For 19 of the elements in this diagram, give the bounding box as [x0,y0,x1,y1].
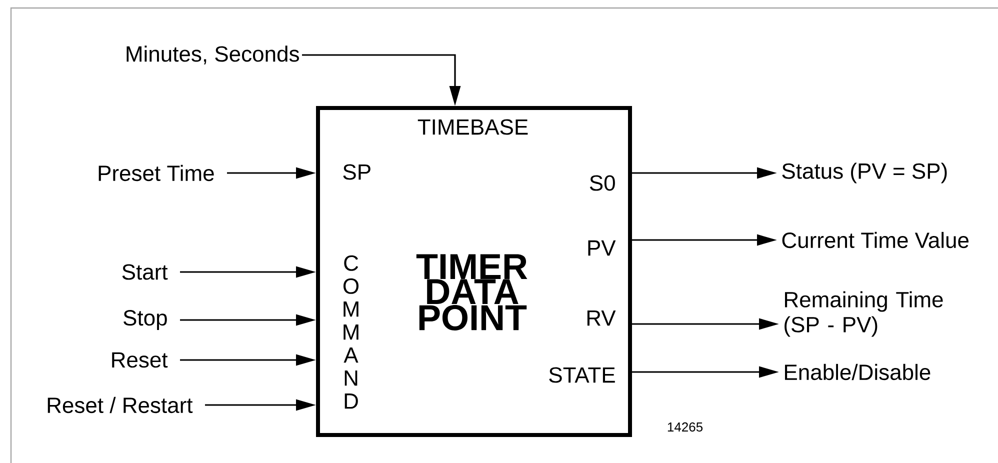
signal-label: Reset [112,352,168,368]
signal-label: Minutes, Seconds [126,46,299,64]
vertical-label: COMMAND [343,255,358,409]
signal-label: Current Time Value [782,232,969,248]
port-label: RV [587,310,616,326]
port-label: S0 [590,175,615,191]
port-label: SP [343,164,370,180]
signal-label: Reset / Restart [48,396,193,414]
signal-label: Remaining Time (SP - PV) [784,291,943,337]
signal-label: Start [122,264,168,280]
signal-label: Stop [124,310,167,330]
figure-number: 14265 [668,422,703,432]
signal-label: Status (PV = SP) [782,162,947,184]
block-title: TIMER DATA POINT [416,254,528,330]
port-label: TIMEBASE [418,119,528,135]
port-label: PV [588,240,616,256]
signal-label: Enable/Disable [785,364,930,380]
signal-label: Preset Time [98,164,214,182]
port-label: STATE [549,367,615,383]
